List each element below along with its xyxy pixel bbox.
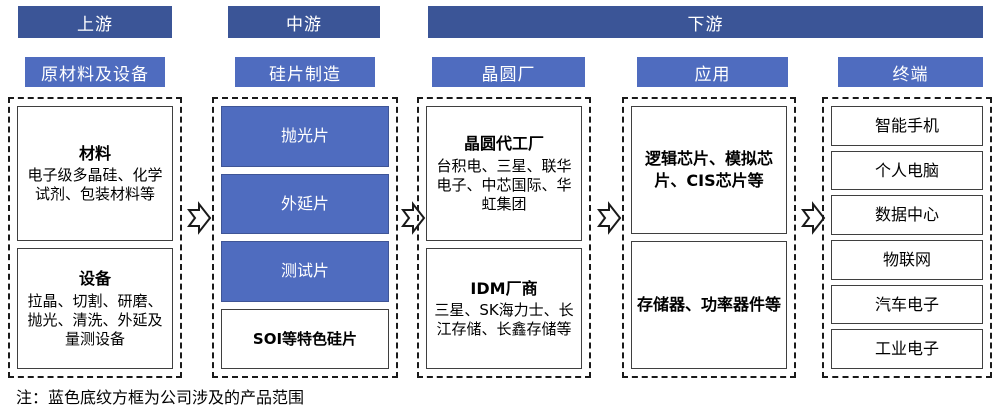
stage-bar-wafer-manufacturing: 硅片制造 (235, 57, 375, 87)
stage-bar-fab-label: 晶圆厂 (481, 64, 536, 85)
box-data-center-label: 数据中心 (874, 205, 939, 225)
tier-bar-midstream-label: 中游 (286, 14, 322, 35)
column-terminal: 智能手机 个人电脑 数据中心 物联网 汽车电子 工业电子 (822, 97, 992, 378)
tier-bar-midstream: 中游 (228, 6, 380, 38)
box-iot-label: 物联网 (882, 250, 931, 270)
stage-bar-application: 应用 (637, 57, 788, 87)
column-raw-materials-equipment: 材料 电子级多晶硅、化学试剂、包装材料等 设备 拉晶、切割、研磨、抛光、清洗、外… (8, 97, 182, 378)
box-foundry-body: 台积电、三星、联华电子、中芯国际、华虹集团 (436, 156, 572, 213)
box-epitaxial-wafer-label: 外延片 (280, 193, 329, 213)
box-industrial-electronics-label: 工业电子 (874, 339, 939, 359)
tier-bar-downstream-label: 下游 (687, 14, 724, 35)
tier-bar-downstream: 下游 (428, 6, 983, 38)
tier-bar-upstream-label: 上游 (77, 14, 113, 35)
box-foundry-title: 晶圆代工厂 (463, 134, 544, 154)
box-memory-power-devices-label: 存储器、功率器件等 (636, 295, 781, 315)
box-automotive-electronics: 汽车电子 (831, 284, 983, 325)
box-polished-wafer-label: 抛光片 (280, 126, 329, 146)
stage-bar-terminal-label: 终端 (892, 64, 929, 85)
box-smartphone-label: 智能手机 (874, 116, 939, 136)
column-application: 逻辑芯片、模拟芯片、CIS芯片等 存储器、功率器件等 (622, 97, 796, 378)
box-foundry: 晶圆代工厂 台积电、三星、联华电子、中芯国际、华虹集团 (426, 106, 582, 242)
box-equipment-title: 设备 (78, 269, 111, 289)
box-idm-title: IDM厂商 (470, 278, 538, 298)
flow-arrow-4 (800, 201, 826, 235)
stage-bar-application-label: 应用 (694, 64, 731, 85)
stage-bar-terminal: 终端 (838, 57, 983, 87)
box-polished-wafer: 抛光片 (221, 106, 389, 167)
box-materials-title: 材料 (78, 143, 111, 163)
stage-bar-wafer-manufacturing-label: 硅片制造 (269, 64, 341, 85)
box-personal-computer-label: 个人电脑 (874, 160, 939, 180)
stage-bar-raw-materials-equipment-label: 原材料及设备 (41, 64, 149, 85)
box-idm-body: 三星、SK海力士、长江存储、长鑫存储等 (434, 301, 574, 339)
column-wafer-manufacturing: 抛光片 外延片 测试片 SOI等特色硅片 (212, 97, 398, 378)
box-soi-specialty-wafer: SOI等特色硅片 (221, 308, 389, 369)
column-fab: 晶圆代工厂 台积电、三星、联华电子、中芯国际、华虹集团 IDM厂商 三星、SK海… (417, 97, 591, 378)
box-automotive-electronics-label: 汽车电子 (874, 294, 939, 314)
box-materials: 材料 电子级多晶硅、化学试剂、包装材料等 (17, 106, 173, 242)
box-test-wafer: 测试片 (221, 241, 389, 302)
box-idm: IDM厂商 三星、SK海力士、长江存储、长鑫存储等 (426, 248, 582, 369)
stage-bar-fab: 晶圆厂 (432, 57, 585, 87)
box-data-center: 数据中心 (831, 195, 983, 236)
tier-bar-upstream: 上游 (18, 6, 172, 38)
box-logic-analog-cis-chips-label: 逻辑芯片、模拟芯片、CIS芯片等 (644, 149, 773, 190)
box-memory-power-devices: 存储器、功率器件等 (631, 241, 787, 369)
flow-arrow-2 (400, 201, 426, 235)
box-epitaxial-wafer: 外延片 (221, 173, 389, 234)
box-smartphone: 智能手机 (831, 106, 983, 146)
box-personal-computer: 个人电脑 (831, 150, 983, 191)
box-iot: 物联网 (831, 240, 983, 280)
box-materials-body: 电子级多晶硅、化学试剂、包装材料等 (27, 166, 163, 204)
flow-arrow-3 (596, 201, 622, 235)
stage-bar-raw-materials-equipment: 原材料及设备 (25, 57, 165, 87)
box-test-wafer-label: 测试片 (280, 261, 329, 281)
box-industrial-electronics: 工业电子 (831, 329, 983, 370)
box-soi-specialty-wafer-label: SOI等特色硅片 (252, 329, 358, 348)
box-equipment-body: 拉晶、切割、研磨、抛光、清洗、外延及量测设备 (27, 291, 163, 348)
box-logic-analog-cis-chips: 逻辑芯片、模拟芯片、CIS芯片等 (631, 106, 787, 234)
box-equipment: 设备 拉晶、切割、研磨、抛光、清洗、外延及量测设备 (17, 248, 173, 369)
footnote: 注：蓝色底纹方框为公司涉及的产品范围 (16, 388, 305, 407)
flow-arrow-1 (186, 201, 212, 235)
